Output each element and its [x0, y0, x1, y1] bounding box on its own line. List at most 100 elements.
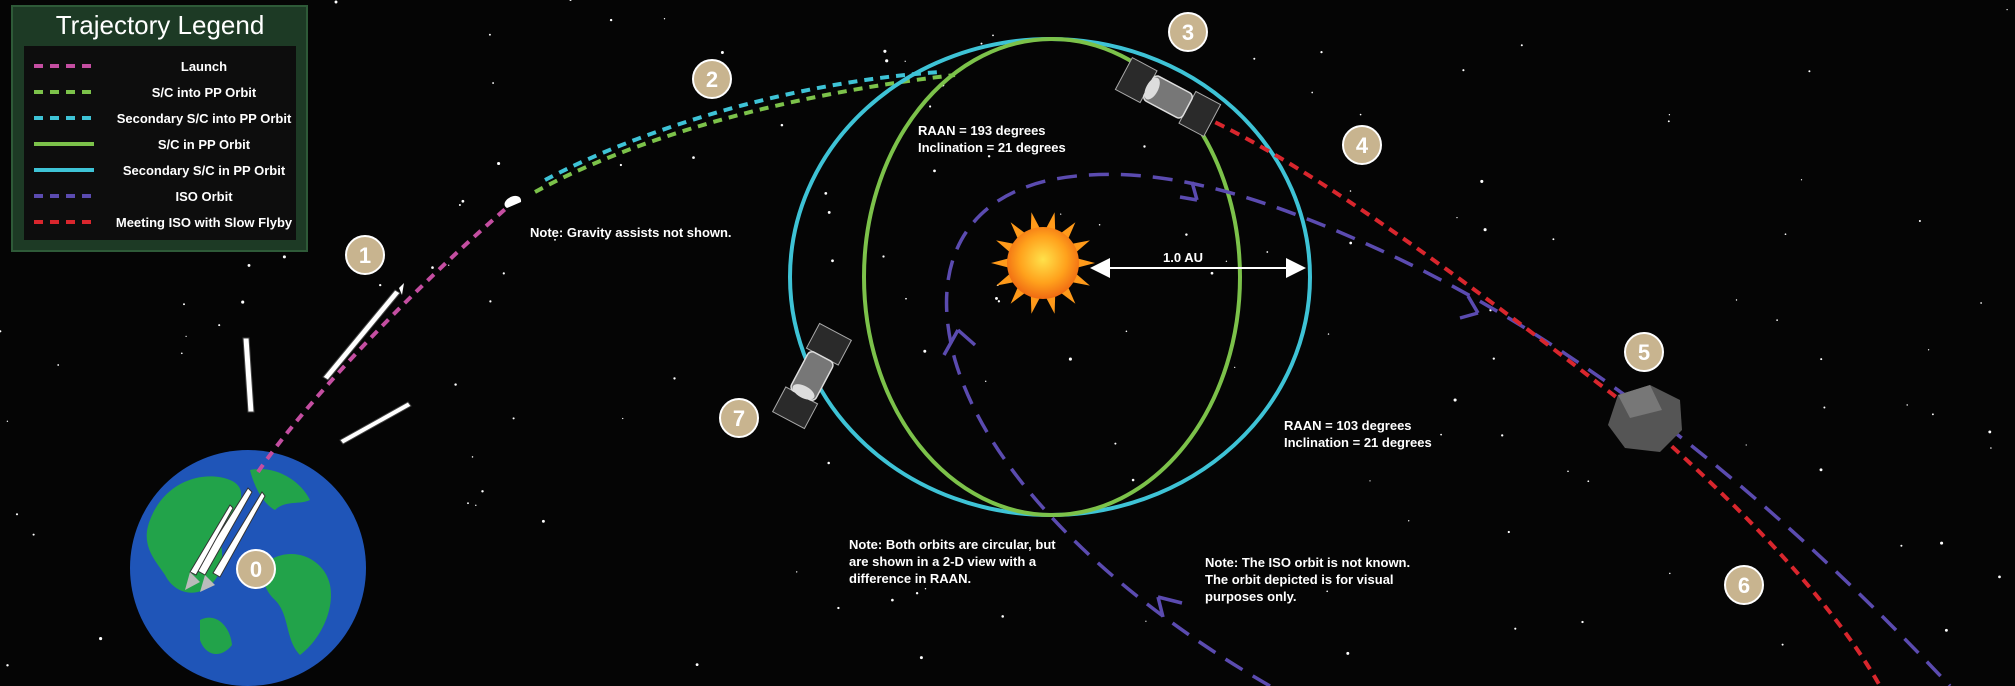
- star: [1060, 213, 1062, 215]
- star: [619, 163, 623, 167]
- star: [663, 18, 666, 20]
- slow-flyby-trajectory: [1199, 113, 1882, 686]
- star: [995, 296, 998, 300]
- star: [1501, 434, 1504, 437]
- star: [720, 51, 724, 54]
- star: [1581, 620, 1584, 624]
- star: [796, 571, 798, 573]
- star: [609, 18, 613, 22]
- star: [831, 259, 834, 263]
- star: [923, 349, 927, 353]
- star: [1253, 57, 1256, 60]
- star: [1327, 333, 1330, 335]
- star: [6, 420, 9, 422]
- star: [1507, 530, 1510, 534]
- star: [695, 663, 699, 667]
- star: [497, 161, 501, 166]
- star: [185, 335, 187, 338]
- star: [180, 352, 183, 355]
- star: [827, 210, 831, 214]
- star: [984, 380, 987, 383]
- spacecraft-icon: [1114, 56, 1222, 138]
- step-badge-5: [1624, 332, 1664, 372]
- star: [929, 105, 932, 108]
- star: [1820, 358, 1823, 361]
- star: [489, 300, 492, 303]
- legend-label: ISO Orbit: [175, 189, 233, 204]
- star: [1927, 349, 1930, 351]
- star: [1456, 216, 1458, 219]
- step-number-1: 1: [359, 243, 371, 268]
- star: [980, 42, 983, 45]
- star: [673, 377, 676, 380]
- booster-icon: [242, 195, 522, 445]
- star: [1520, 44, 1523, 47]
- iso-note-line3: purposes only.: [1205, 589, 1297, 604]
- star: [1185, 233, 1188, 236]
- star: [6, 664, 9, 667]
- step-badge-4: [1342, 125, 1382, 165]
- star: [431, 266, 434, 269]
- raan-193-line2: Inclination = 21 degrees: [918, 140, 1066, 155]
- star: [1483, 228, 1487, 232]
- circular-note-line2: are shown in a 2-D view with a: [849, 554, 1037, 569]
- star: [475, 504, 477, 507]
- star: [1320, 51, 1323, 54]
- secondary-sc-transfer-trajectory: [544, 70, 941, 182]
- star: [1776, 319, 1778, 321]
- star: [448, 264, 450, 266]
- star: [1408, 520, 1410, 522]
- legend-title: Trajectory Legend: [56, 10, 265, 40]
- star: [247, 263, 251, 267]
- star: [1819, 468, 1823, 472]
- star: [1567, 470, 1569, 473]
- star: [99, 637, 103, 641]
- star: [1326, 590, 1329, 593]
- launch-trajectory: [256, 203, 512, 474]
- star: [1587, 480, 1590, 483]
- star: [692, 156, 695, 159]
- star: [458, 204, 461, 206]
- star: [904, 60, 906, 62]
- star: [1745, 444, 1747, 446]
- step-number-4: 4: [1356, 133, 1369, 158]
- star: [1145, 620, 1147, 622]
- star: [1349, 241, 1353, 245]
- star: [1980, 302, 1982, 304]
- sc-transfer-trajectory: [534, 73, 956, 194]
- launch-rocket-icon: [185, 487, 266, 592]
- star: [992, 34, 994, 37]
- star: [885, 59, 889, 63]
- star: [1990, 447, 1992, 449]
- star: [1143, 145, 1146, 148]
- star: [1311, 91, 1314, 94]
- step-number-3: 3: [1182, 20, 1194, 45]
- step-badge-3: [1168, 12, 1208, 52]
- star: [1988, 430, 1992, 434]
- star: [1114, 442, 1117, 445]
- star: [827, 461, 830, 465]
- star: [2006, 8, 2008, 11]
- star: [471, 456, 474, 458]
- star: [15, 513, 19, 516]
- star: [1735, 299, 1738, 301]
- star: [905, 297, 907, 300]
- star: [1349, 190, 1352, 192]
- step-number-5: 5: [1638, 340, 1650, 365]
- star: [218, 324, 221, 327]
- star: [282, 255, 286, 259]
- star: [882, 255, 885, 258]
- star: [933, 169, 936, 173]
- star: [780, 123, 784, 127]
- star: [1234, 366, 1236, 369]
- star: [379, 283, 382, 287]
- star: [924, 587, 927, 590]
- star: [492, 82, 495, 84]
- star: [1068, 357, 1072, 361]
- star: [1210, 271, 1214, 275]
- star: [1781, 643, 1784, 646]
- star: [1462, 69, 1465, 72]
- step-badge-1: [345, 235, 385, 275]
- star: [467, 502, 469, 505]
- star: [1800, 179, 1803, 181]
